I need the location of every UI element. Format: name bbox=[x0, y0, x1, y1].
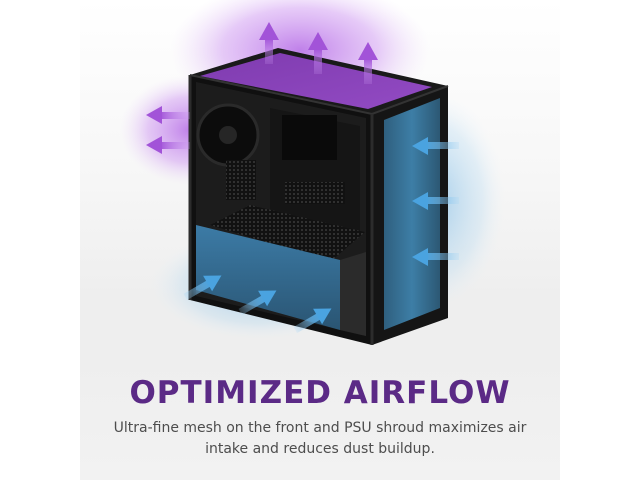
intake-arrow bbox=[238, 290, 277, 315]
feature-description: Ultra-fine mesh on the front and PSU shr… bbox=[113, 420, 527, 457]
pc-case-airflow-image bbox=[120, 0, 505, 345]
intake-arrow bbox=[183, 275, 222, 300]
intake-arrow bbox=[412, 248, 459, 266]
exhaust-arrow bbox=[308, 32, 328, 74]
psu-shroud-mesh bbox=[196, 225, 340, 330]
pc-case bbox=[188, 48, 449, 345]
front-mesh-panel bbox=[384, 98, 440, 330]
intake-arrow bbox=[412, 137, 459, 155]
exhaust-arrow bbox=[146, 106, 190, 124]
intake-arrow bbox=[412, 192, 459, 210]
feature-headline: OPTIMIZED AIRFLOW bbox=[129, 375, 511, 411]
cable-cutout bbox=[282, 115, 337, 160]
intake-arrow bbox=[293, 308, 332, 333]
exhaust-arrow bbox=[259, 22, 279, 64]
exhaust-arrow bbox=[358, 42, 378, 84]
exhaust-arrow bbox=[146, 136, 190, 154]
top-mesh-panel bbox=[200, 53, 432, 109]
